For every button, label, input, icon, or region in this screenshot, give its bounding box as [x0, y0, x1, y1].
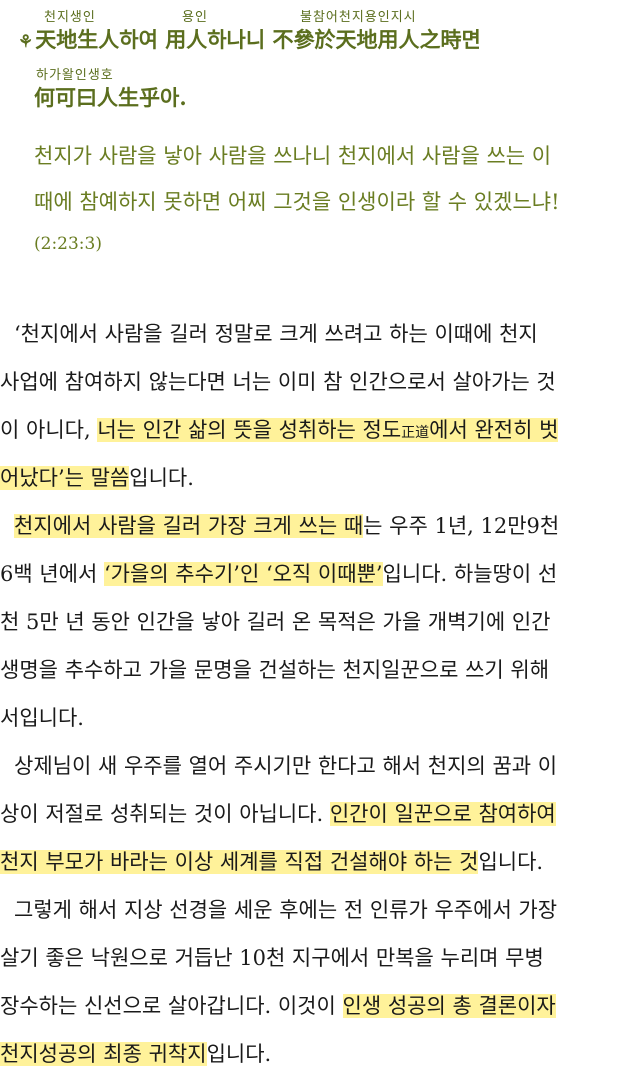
- ruby-reading: 천지생인: [44, 10, 96, 25]
- text-line: 상이 저절로 성취되는 것이 아닙니다. 인간이 일꾼으로 참여하여: [0, 798, 556, 828]
- translation-line: 때에 참예하지 못하면 어찌 그것을 인생이라 할 수 있겠느냐!: [34, 190, 560, 214]
- ruby-reading: 용인: [182, 10, 208, 25]
- text-line: 어났다’는 말씀입니다.: [0, 462, 194, 492]
- citation: (2:23:3): [34, 234, 102, 254]
- text-span: 입니다. 하늘땅이 선: [382, 562, 558, 586]
- text-line: 생명을 추수하고 가을 문명을 건설하는 천지일꾼으로 쓰기 위해: [0, 658, 550, 682]
- text-span: 너는 인간 삶의 뜻을 성취하는 정도: [97, 418, 402, 442]
- highlighted-text: 인간이 일꾼으로 참여하여: [329, 802, 556, 826]
- text-line: 서입니다.: [0, 706, 84, 730]
- hanja-line: 何可曰人生乎아.: [34, 85, 187, 110]
- text-span: 는 우주 1년, 12만9천: [363, 514, 560, 538]
- text-line: 장수하는 신선으로 살아갑니다. 이것이 인생 성공의 총 결론이자: [0, 990, 556, 1020]
- highlighted-text: 천지 부모가 바라는 이상 세계를 직접 건설해야 하는 것: [0, 850, 479, 874]
- text-line: ‘천지에서 사람을 길러 정말로 크게 쓰려고 하는 이때에 천지: [14, 322, 538, 346]
- text-span: 장수하는 신선으로 살아갑니다. 이것이: [0, 994, 343, 1018]
- text-line: 천지에서 사람을 길러 가장 크게 쓰는 때는 우주 1년, 12만9천: [14, 510, 559, 540]
- translation-line: 천지가 사람을 낳아 사람을 쓰나니 천지에서 사람을 쓰는 이: [34, 144, 552, 168]
- text-span: 입니다.: [478, 850, 544, 874]
- hanja-annotation: 正道: [401, 425, 430, 441]
- text-line: 천 5만 년 동안 인간을 낳아 길러 온 목적은 가을 개벽기에 인간: [0, 610, 551, 634]
- text-line: 그렇게 해서 지상 선경을 세운 후에는 전 인류가 우주에서 가장: [14, 898, 558, 922]
- highlighted-text: 너는 인간 삶의 뜻을 성취하는 정도正道에서 완전히 벗: [97, 418, 559, 442]
- text-span: 6백 년에서: [0, 562, 104, 586]
- text-span: 입니다.: [206, 1042, 272, 1066]
- ruby-reading: 불참어천지용인지시: [300, 10, 417, 25]
- highlighted-text: ‘가을의 추수기’인 ‘오직 이때뿐’: [104, 562, 383, 586]
- text-line: 천지 부모가 바라는 이상 세계를 직접 건설해야 하는 것입니다.: [0, 846, 543, 876]
- highlighted-text: 어났다’는 말씀: [0, 466, 130, 490]
- text-line: 천지성공의 최종 귀착지입니다.: [0, 1038, 271, 1068]
- text-span: 입니다.: [129, 466, 194, 490]
- hanja-text: 天地生人하여 用人하나니 不參於天地用人之時면: [35, 27, 481, 52]
- text-line: 6백 년에서 ‘가을의 추수기’인 ‘오직 이때뿐’입니다. 하늘땅이 선: [0, 558, 557, 588]
- text-line: 이 아니다, 너는 인간 삶의 뜻을 성취하는 정도正道에서 완전히 벗: [0, 414, 559, 444]
- text-line: 상제님이 새 우주를 열어 주시기만 한다고 해서 천지의 꿈과 이: [14, 754, 558, 778]
- text-line: 살기 좋은 낙원으로 거듭난 10천 지구에서 만복을 누리며 무병: [0, 946, 544, 970]
- hanja-line: ⚘天地生人하여 用人하나니 不參於天地用人之時면: [18, 24, 481, 54]
- text-span: 상이 저절로 성취되는 것이 아닙니다.: [0, 802, 330, 826]
- text-line: 사업에 참여하지 않는다면 너는 이미 참 인간으로서 살아가는 것: [0, 370, 556, 394]
- highlighted-text: 인생 성공의 총 결론이자: [342, 994, 556, 1018]
- text-span: 에서 완전히 벗: [429, 418, 559, 442]
- flower-bullet-icon: ⚘: [18, 32, 34, 52]
- highlighted-text: 천지성공의 최종 귀착지: [0, 1042, 207, 1066]
- text-span: 이 아니다,: [0, 418, 98, 442]
- ruby-reading: 하가왈인생호: [36, 68, 114, 83]
- highlighted-text: 천지에서 사람을 길러 가장 크게 쓰는 때: [14, 514, 364, 538]
